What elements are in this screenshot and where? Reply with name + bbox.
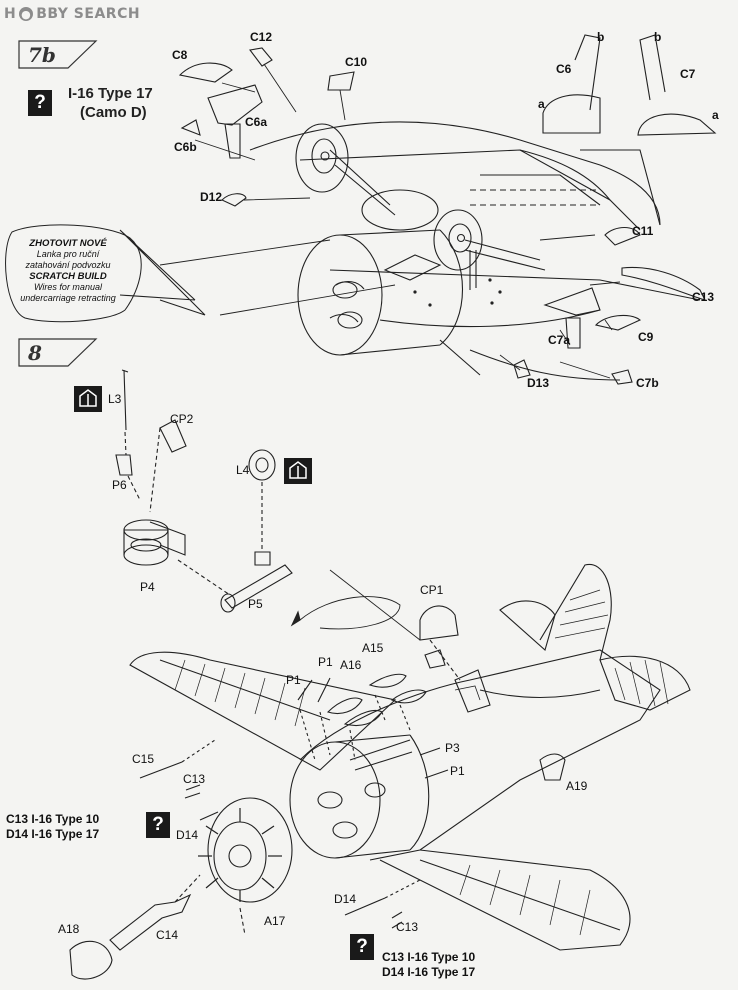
question-mark-icon: ? bbox=[350, 934, 374, 960]
part-label-b-left: b bbox=[597, 30, 605, 44]
part-label-c6a: C6a bbox=[245, 115, 268, 129]
part-label-c14: C14 bbox=[156, 928, 179, 942]
note-cz-line1: Lanka pro ruční bbox=[36, 249, 100, 259]
part-label-a18: A18 bbox=[58, 922, 80, 936]
variant-note-upper-line2: D14 I-16 Type 17 bbox=[6, 827, 100, 841]
watermark-brand-b: BBY SEARCH bbox=[36, 6, 141, 22]
part-label-d14: D14 bbox=[334, 892, 357, 906]
part-label-d14: D14 bbox=[176, 828, 199, 842]
part-label-a-left: a bbox=[538, 97, 545, 111]
scratch-build-bubble bbox=[5, 224, 142, 323]
step-7b-tag: 7b bbox=[18, 40, 98, 70]
step-7b-label: 7b bbox=[28, 43, 56, 67]
variant-note-lower-line2: D14 I-16 Type 17 bbox=[382, 965, 476, 979]
part-label-p4: P4 bbox=[140, 580, 155, 594]
part-label-p5: P5 bbox=[248, 597, 263, 611]
note-en-title: SCRATCH BUILD bbox=[29, 271, 107, 282]
scratch-build-note: ZHOTOVIT NOVÉ Lanka pro ruční zatahování… bbox=[12, 238, 124, 304]
part-label-a-right: a bbox=[712, 108, 719, 122]
variant-note-upper-line1: C13 I-16 Type 10 bbox=[6, 812, 100, 826]
step-8-label: 8 bbox=[28, 341, 42, 365]
undercarriage-detail-drawing bbox=[119, 34, 717, 385]
part-label-b-right: b bbox=[654, 30, 662, 44]
part-label-p1: P1 bbox=[450, 764, 465, 778]
part-label-a16: A16 bbox=[340, 658, 362, 672]
part-label-c13: C13 bbox=[692, 290, 715, 304]
part-label-cp2: CP2 bbox=[170, 412, 194, 426]
question-mark-icon: ? bbox=[146, 812, 170, 838]
part-label-a19: A19 bbox=[566, 779, 588, 793]
part-label-l4: L4 bbox=[236, 463, 250, 477]
part-label-c12: C12 bbox=[250, 30, 273, 44]
variant-note-lower-line1: C13 I-16 Type 10 bbox=[382, 950, 476, 964]
note-en-line1: Wires for manual bbox=[34, 282, 102, 292]
part-label-c9: C9 bbox=[638, 330, 654, 344]
variant-title: I-16 Type 17 bbox=[68, 85, 153, 102]
part-label-c7: C7 bbox=[680, 67, 696, 81]
part-label-p1: P1 bbox=[318, 655, 333, 669]
part-label-c6: C6 bbox=[556, 62, 572, 76]
part-label-c8: C8 bbox=[172, 48, 188, 62]
part-label-a15: A15 bbox=[362, 641, 384, 655]
variant-note-lower: C13 I-16 Type 10 D14 I-16 Type 17 bbox=[382, 950, 475, 980]
variant-note-upper: C13 I-16 Type 10 D14 I-16 Type 17 bbox=[6, 812, 99, 842]
part-label-cp1: CP1 bbox=[420, 583, 444, 597]
hobby-search-watermark: H ● BBY SEARCH bbox=[4, 4, 140, 24]
turn-over-icon bbox=[74, 386, 102, 412]
part-label-l3: L3 bbox=[108, 392, 122, 406]
part-c8 bbox=[178, 62, 233, 83]
part-label-c13: C13 bbox=[183, 772, 206, 786]
step-8-tag: 8 bbox=[18, 338, 98, 368]
part-label-d13: D13 bbox=[527, 376, 550, 390]
cockpit-parts-drawing bbox=[115, 369, 421, 641]
part-cp1 bbox=[419, 605, 459, 641]
part-label-p1: P1 bbox=[286, 673, 301, 687]
part-label-c11: C11 bbox=[632, 224, 654, 238]
part-label-c10: C10 bbox=[345, 55, 368, 69]
part-label-p3: P3 bbox=[445, 741, 460, 755]
part-label-c7b: C7b bbox=[636, 376, 659, 390]
watermark-circle-icon: ● bbox=[19, 7, 34, 21]
watermark-brand-a: H bbox=[4, 6, 17, 22]
question-mark-icon: ? bbox=[28, 90, 52, 116]
part-label-a17: A17 bbox=[264, 914, 286, 928]
part-label-c15: C15 bbox=[132, 752, 155, 766]
aircraft-assembly-drawing bbox=[69, 563, 691, 980]
variant-heading: I-16 Type 17 (Camo D) bbox=[68, 84, 153, 122]
part-label-d12: D12 bbox=[200, 190, 223, 204]
variant-subtitle: (Camo D) bbox=[80, 104, 147, 121]
turn-over-icon bbox=[284, 458, 312, 484]
part-label-c6b: C6b bbox=[174, 140, 197, 154]
note-cz-title: ZHOTOVIT NOVÉ bbox=[29, 238, 107, 249]
part-label-c13: C13 bbox=[396, 920, 419, 934]
part-label-c7a: C7a bbox=[548, 333, 571, 347]
note-cz-line2: zatahování podvozku bbox=[25, 260, 111, 270]
part-label-p6: P6 bbox=[112, 478, 127, 492]
note-en-line2: undercarriage retracting bbox=[20, 293, 116, 303]
